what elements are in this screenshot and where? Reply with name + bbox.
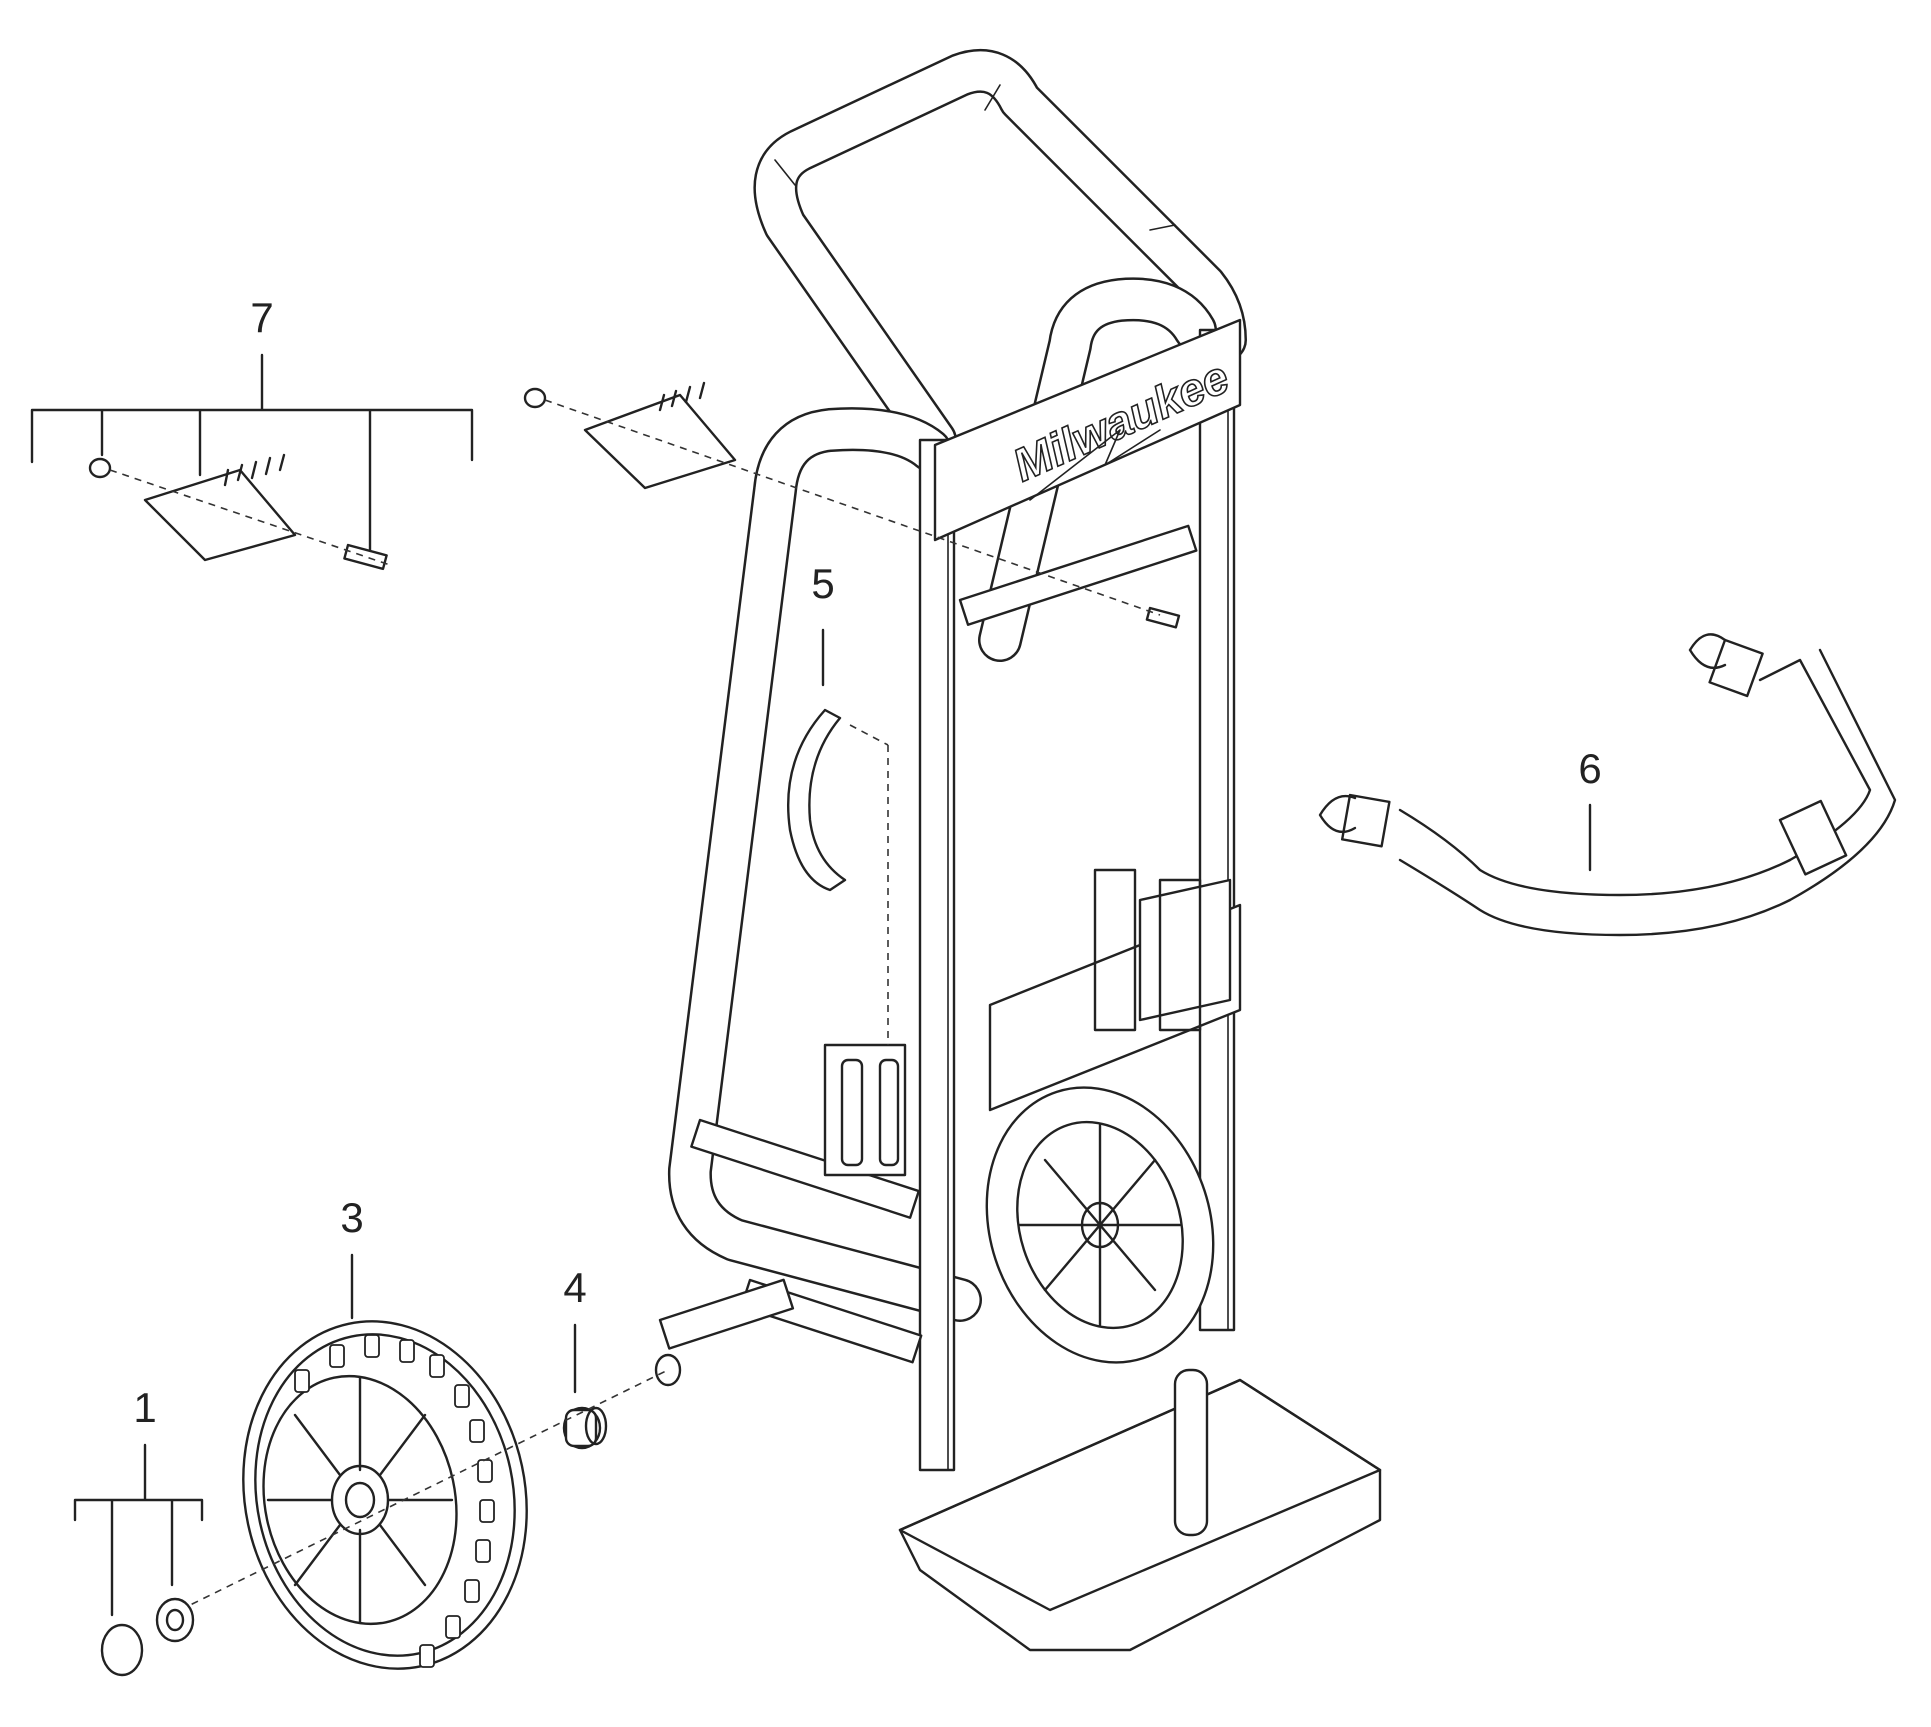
washer-icon — [155, 1597, 195, 1643]
callout-3: 3 — [340, 1194, 363, 1241]
axle-bushing-detail — [562, 1323, 608, 1450]
callout-5: 5 — [811, 560, 834, 607]
tie-down-strap-detail — [1318, 633, 1897, 937]
latch-kit-detail — [30, 353, 474, 571]
latch-on-cart — [523, 381, 1181, 629]
callout-6: 6 — [1578, 745, 1601, 792]
callout-7: 7 — [250, 294, 273, 341]
callout-4: 4 — [563, 1264, 586, 1311]
callout-1: 1 — [133, 1384, 156, 1431]
tire-tread — [294, 1334, 495, 1668]
latch-nut-icon — [88, 457, 112, 479]
callout-labels: 7 5 6 3 4 1 — [133, 294, 1601, 1431]
retaining-ring-washer-detail — [73, 1443, 204, 1677]
retaining-ring-icon — [100, 1623, 144, 1677]
hook-clip-detail — [786, 628, 889, 1045]
wheel-detail — [242, 1253, 528, 1670]
latch-screw-icon — [343, 543, 388, 571]
cart-frame: Milwaukee — [654, 49, 1382, 1652]
